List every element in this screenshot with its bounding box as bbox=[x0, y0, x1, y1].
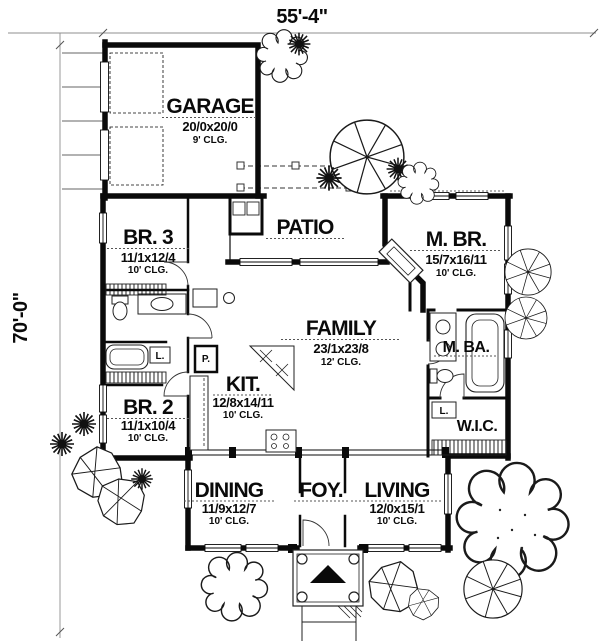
garage-name: GARAGE bbox=[166, 95, 254, 118]
garage-ceiling: 9' CLG. bbox=[193, 135, 228, 146]
room-label-family: FAMILY 23/1x23/8 12' CLG. bbox=[306, 317, 378, 368]
living-ceiling: 10' CLG. bbox=[377, 516, 417, 527]
linen-closet-box bbox=[431, 401, 457, 419]
shrub-icon bbox=[256, 29, 308, 83]
bedroom2-size: 11/1x10/4 bbox=[121, 418, 176, 433]
room-labels: GARAGE 20/0x20/0 9' CLG. PATIO M. BR. 15… bbox=[107, 95, 502, 527]
closet-shelving bbox=[105, 283, 507, 456]
cooktop-icon bbox=[265, 429, 297, 453]
room-label-foyer: FOY. bbox=[299, 479, 343, 502]
tree-icon bbox=[504, 248, 552, 296]
foyer-name: FOY. bbox=[299, 479, 342, 502]
garage-door-icon bbox=[100, 52, 164, 186]
tree-icon bbox=[329, 119, 405, 195]
master-bedroom-ceiling: 10' CLG. bbox=[436, 268, 476, 279]
utility-nook bbox=[232, 201, 260, 216]
porch-column-icon bbox=[296, 591, 308, 603]
master-bedroom-size: 15/7x16/11 bbox=[425, 252, 486, 267]
entry-arrow-icon bbox=[310, 565, 346, 583]
dimension-annotations bbox=[8, 28, 599, 638]
room-label-living: LIVING 12/0x15/1 10' CLG. bbox=[364, 479, 430, 527]
shrub-icon bbox=[49, 431, 75, 457]
appliance-icon bbox=[192, 288, 218, 308]
front-porch bbox=[292, 549, 364, 641]
kitchen-ceiling: 10' CLG. bbox=[223, 410, 263, 421]
dining-ceiling: 10' CLG. bbox=[209, 516, 249, 527]
shrub-icon bbox=[71, 411, 97, 437]
bedroom3-ceiling: 10' CLG. bbox=[128, 265, 168, 276]
garage-size: 20/0x20/0 bbox=[182, 119, 237, 134]
kitchen-fixtures bbox=[189, 288, 297, 453]
pantry-label: P. bbox=[202, 354, 210, 365]
bedroom3-name: BR. 3 bbox=[123, 226, 173, 249]
master-bath bbox=[429, 312, 505, 393]
living-name: LIVING bbox=[364, 479, 430, 502]
master-bath-name: M. BA. bbox=[443, 339, 490, 356]
driveway bbox=[62, 52, 104, 190]
dimension-width-label: 55'-4" bbox=[276, 6, 327, 28]
shrub-icon bbox=[286, 31, 312, 57]
room-label-kitchen: KIT. 12/8x14/11 10' CLG. bbox=[212, 373, 274, 421]
label-underlines bbox=[107, 117, 502, 502]
room-label-master-bath: M. BA. bbox=[443, 339, 490, 356]
room-label-patio: PATIO bbox=[276, 216, 334, 239]
tree-dots bbox=[496, 508, 537, 550]
shrub-icon bbox=[315, 164, 343, 192]
linen-label: L. bbox=[156, 351, 165, 362]
linen-label: L. bbox=[440, 406, 449, 417]
bedroom3-size: 11/1x12/4 bbox=[121, 250, 176, 265]
walkway bbox=[301, 606, 357, 641]
tree-icon bbox=[200, 551, 269, 622]
landscaping bbox=[49, 29, 570, 624]
dining-size: 11/9x12/7 bbox=[202, 501, 256, 516]
bedroom2-name: BR. 2 bbox=[123, 396, 173, 419]
hall-bath bbox=[105, 293, 187, 370]
room-label-master-bedroom: M. BR. 15/7x16/11 10' CLG. bbox=[425, 228, 487, 279]
shrub-icon bbox=[130, 467, 154, 491]
tree-icon bbox=[504, 296, 548, 340]
family-ceiling: 12' CLG. bbox=[321, 357, 361, 368]
family-name: FAMILY bbox=[306, 317, 377, 340]
patio-name: PATIO bbox=[276, 216, 334, 239]
kitchen-name: KIT. bbox=[226, 373, 260, 396]
room-label-bedroom2: BR. 2 11/1x10/4 10' CLG. bbox=[121, 396, 177, 444]
wic-name: W.I.C. bbox=[457, 418, 498, 435]
master-bedroom-name: M. BR. bbox=[426, 228, 487, 251]
porch-column-icon bbox=[348, 591, 360, 603]
tree-icon bbox=[463, 559, 523, 619]
colonnade bbox=[187, 449, 449, 456]
kitchen-size: 12/8x14/11 bbox=[212, 395, 273, 410]
bedroom2-ceiling: 10' CLG. bbox=[128, 433, 168, 444]
shrub-icon bbox=[397, 161, 440, 205]
room-label-garage: GARAGE 20/0x20/0 9' CLG. bbox=[166, 95, 255, 146]
toilet-icon bbox=[429, 368, 438, 384]
living-size: 12/0x15/1 bbox=[369, 501, 424, 516]
room-label-dining: DINING 11/9x12/7 10' CLG. bbox=[195, 479, 265, 527]
tree-icon bbox=[455, 461, 570, 580]
linen-closet-box bbox=[149, 346, 171, 364]
dimension-depth-label: 70'-0" bbox=[10, 292, 32, 343]
dining-name: DINING bbox=[195, 479, 264, 502]
porch-column-icon bbox=[296, 553, 308, 565]
room-label-wic: W.I.C. bbox=[457, 418, 498, 435]
room-label-bedroom3: BR. 3 11/1x12/4 10' CLG. bbox=[121, 226, 177, 276]
fireplace-icon bbox=[378, 238, 424, 284]
family-size: 23/1x23/8 bbox=[313, 341, 368, 356]
fixtures bbox=[105, 201, 507, 456]
porch-column-icon bbox=[348, 553, 360, 565]
steps-hatch bbox=[337, 605, 363, 619]
